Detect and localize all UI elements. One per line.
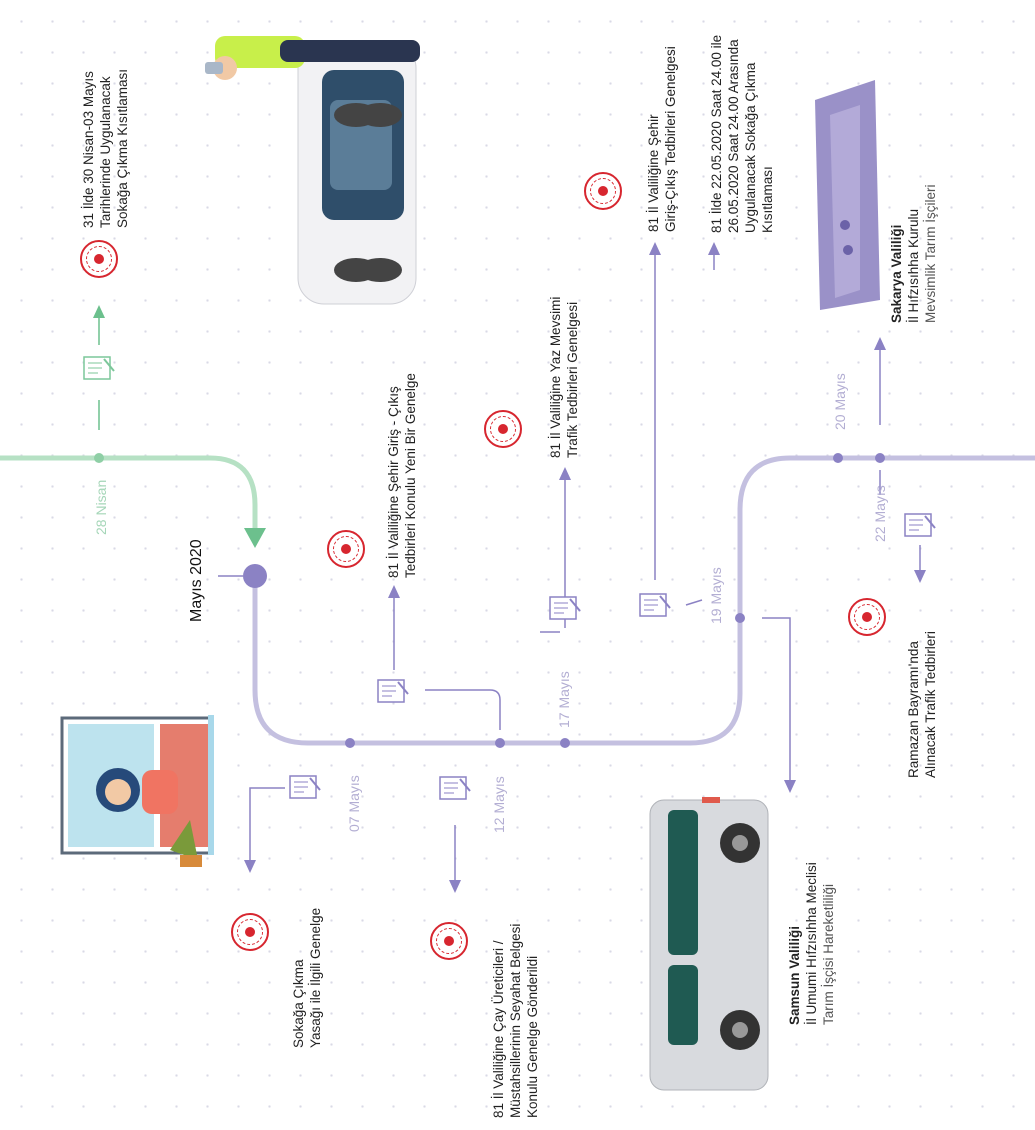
date-label-12-mayis: 12 Mayıs [491,776,507,833]
document-pen-icon [289,775,321,799]
event-cay-ureticileri: 81 İl Valiliğine Çay Üreticileri /Müstah… [491,923,540,1118]
date-label-20-mayis: 20 Mayıs [832,373,848,430]
date-label-28-nisan: 28 Nisan [93,479,109,535]
document-pen-icon [639,593,671,617]
government-seal-icon [584,172,622,210]
document-pen-icon [377,679,409,703]
date-label-22-mayis: 22 Mayıs [872,485,888,542]
date-label-19-mayis: 19 Mayıs [708,567,724,624]
government-seal-icon [327,530,365,568]
government-seal-icon [484,410,522,448]
document-pen-icon [549,596,581,620]
government-seal-icon [430,922,468,960]
government-seal-icon [80,240,118,278]
sakarya-valiligi-block: Sakarya Valiliği İl Hıfzısıhha Kurulu Me… [889,184,938,323]
date-label-17-mayis: 17 Mayıs [556,671,572,728]
document-pen-icon [904,513,936,537]
document-pen-icon [83,356,115,380]
samsun-valiligi-block: Samsun Valiliği İl Umumi Hıfzısıhha Mecl… [787,862,836,1025]
date-label-07-mayis: 07 Mayıs [346,775,362,832]
document-pen-icon [439,776,471,800]
government-seal-icon [848,598,886,636]
government-seal-icon [231,913,269,951]
timeline-title: Mayıs 2020 [188,539,205,622]
